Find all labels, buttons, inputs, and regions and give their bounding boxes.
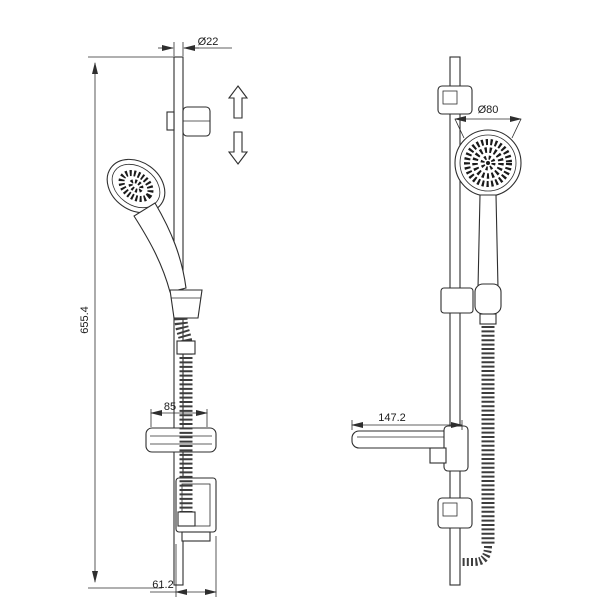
dim-rail-diameter: Ø22 xyxy=(158,36,232,56)
dim-soap-dish-width-label: 147.2 xyxy=(378,412,406,424)
slide-rail-side xyxy=(449,56,461,586)
dim-head-diameter: Ø80 xyxy=(454,104,522,139)
soap-dish-front xyxy=(145,427,217,453)
shower-handle-side xyxy=(477,194,499,289)
hose-nut-lower xyxy=(177,511,196,527)
wall-bracket-top-side xyxy=(437,85,473,115)
dim-soap-dish-depth-label: 85 xyxy=(164,401,176,413)
slider-bracket-tab xyxy=(166,111,175,131)
dim-overall-height-label: 655.4 xyxy=(79,306,91,334)
handle-holder-side xyxy=(440,283,502,325)
front-view: 655.4 Ø22 85 61.2 xyxy=(79,36,249,597)
dim-bracket-offset: 61.2 xyxy=(150,536,217,597)
hose-nut-upper xyxy=(176,340,196,355)
hand-shower-head xyxy=(106,158,166,214)
slider-bracket xyxy=(182,106,211,137)
down-arrow-icon xyxy=(227,131,249,165)
dim-overall-height: 655.4 xyxy=(79,56,177,589)
slide-rail xyxy=(173,56,184,586)
dim-soap-dish-width: 147.2 xyxy=(351,412,463,430)
wall-bracket-front xyxy=(175,477,217,542)
side-view: Ø80 147.2 xyxy=(351,56,522,586)
dim-head-diameter-label: Ø80 xyxy=(478,104,499,116)
dim-soap-dish-depth: 85 xyxy=(150,401,208,427)
shower-hose-end xyxy=(461,545,492,566)
soap-dish-side xyxy=(351,425,469,472)
up-arrow-icon xyxy=(227,85,249,119)
shower-head-face xyxy=(454,129,522,197)
dim-bracket-offset-label: 61.2 xyxy=(152,579,173,591)
wall-bracket-bottom-side xyxy=(437,497,473,529)
dim-rail-diameter-label: Ø22 xyxy=(198,36,219,48)
handle-holder-front xyxy=(169,289,203,319)
